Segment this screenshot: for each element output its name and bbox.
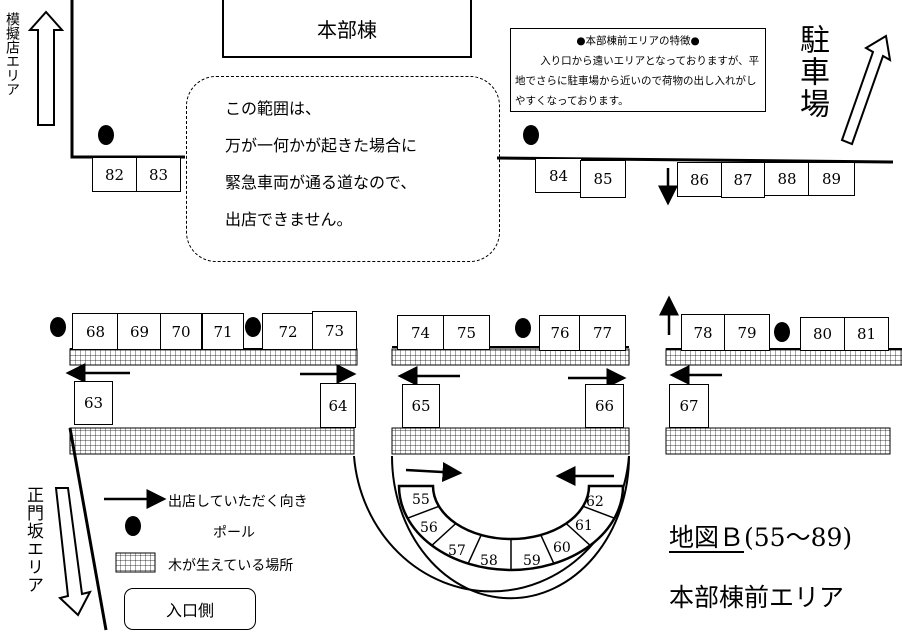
legend-tree-swatch <box>115 552 156 573</box>
stall-89: 89 <box>808 162 855 196</box>
stall-75: 75 <box>443 315 490 350</box>
pole-marker <box>523 125 539 145</box>
stall-74: 74 <box>397 315 444 350</box>
pole-marker <box>515 318 531 338</box>
driveway-inner <box>391 455 630 600</box>
stall-68: 68 <box>72 313 119 350</box>
stall-56: 56 <box>420 520 438 536</box>
stall-59: 59 <box>523 553 541 569</box>
curve-stall-divider <box>431 522 457 546</box>
seimon-area-label: 正門坂エリア <box>23 486 43 594</box>
arrow-curve-right <box>405 462 463 483</box>
stall-82: 82 <box>92 157 137 192</box>
map-caption: 地図Ｂ(55〜89) <box>669 518 852 554</box>
pole-marker <box>774 322 790 342</box>
curve-stall-divider <box>565 522 591 546</box>
stall-66: 66 <box>585 384 624 428</box>
map-caption-title: 地図Ｂ <box>669 523 745 552</box>
stall-85: 85 <box>580 160 626 198</box>
hq-building-label: 本部棟 <box>317 17 377 42</box>
legend-pole-marker <box>125 516 141 536</box>
curve-stall-band <box>397 484 625 572</box>
tree-strip-row-c <box>665 348 902 366</box>
tree-strip-mid-c <box>665 427 891 455</box>
legend-direction-label: 出店していただく向き <box>168 494 308 510</box>
stall-87: 87 <box>721 162 765 198</box>
stall-65: 65 <box>402 384 440 428</box>
tree-strip-row-a <box>69 348 358 366</box>
feature-title: ●本部棟前エリアの特徴● <box>576 35 700 47</box>
stall-58: 58 <box>480 553 498 569</box>
stall-78: 78 <box>681 314 725 351</box>
stall-77: 77 <box>579 315 626 351</box>
stall-63: 63 <box>74 381 113 425</box>
parking-label: 駐車場 <box>794 24 829 120</box>
stall-86: 86 <box>677 162 722 197</box>
legend-pole-label: ポール <box>213 525 255 541</box>
curve-stall-divider <box>467 534 482 564</box>
tree-strip-row-b <box>391 348 630 366</box>
curve-stall-divider <box>540 534 555 564</box>
no-stall-notice: この範囲は、 万が一何かが起きた場合に 緊急車両が通る道なので、 出店できません… <box>186 76 500 262</box>
stall-72: 72 <box>262 313 314 350</box>
stall-67: 67 <box>669 384 709 428</box>
tree-strip-mid-a <box>69 427 355 455</box>
stall-57: 57 <box>448 543 466 559</box>
notice-line-3: 緊急車両が通る道なので、 <box>225 173 417 192</box>
curve-stall-divider <box>582 505 615 519</box>
entrance-label: 入口側 <box>165 601 214 620</box>
road-top-left <box>70 0 185 159</box>
stall-79: 79 <box>724 314 770 351</box>
pole-marker <box>98 125 114 145</box>
entrance-side: 入口側 <box>124 588 256 630</box>
curve-stall-divider <box>407 505 440 519</box>
left-area-label: 模擬店エリア <box>4 12 20 96</box>
notice-line-2: 万が一何かが起きた場合に <box>225 136 418 155</box>
legend-trees-label: 木が生えている場所 <box>168 558 294 574</box>
hq-building: 本部棟 <box>222 0 472 58</box>
notice-line-4: 出店できません。 <box>225 210 353 229</box>
notice-line-1: この範囲は、 <box>225 99 322 118</box>
stall-76: 76 <box>539 315 581 351</box>
left-area-arrow-icon <box>27 10 65 126</box>
stall-64: 64 <box>320 383 356 428</box>
stall-62: 62 <box>586 494 604 510</box>
tree-strip-mid-b <box>391 427 630 455</box>
stall-69: 69 <box>117 313 162 350</box>
stall-73: 73 <box>312 311 357 350</box>
stall-61: 61 <box>575 518 593 534</box>
stall-83: 83 <box>136 157 181 192</box>
feature-body: 入り口から遠いエリアとなっておりますが、平地でさらに駐車場から近いので荷物の出し… <box>515 55 760 107</box>
stall-80: 80 <box>800 317 845 351</box>
map-caption-range: (55〜89) <box>744 523 853 552</box>
stall-88: 88 <box>764 162 810 196</box>
pole-marker <box>50 317 66 337</box>
stall-71: 71 <box>202 313 244 350</box>
entrance-road <box>68 427 108 631</box>
parking-arrow-icon <box>840 34 892 146</box>
stall-55: 55 <box>412 492 430 508</box>
stall-60: 60 <box>553 540 571 556</box>
feature-box: ●本部棟前エリアの特徴● 入り口から遠いエリアとなっておりますが、平地でさらに駐… <box>510 28 766 112</box>
stall-81: 81 <box>844 317 889 351</box>
seimon-area-arrow-icon <box>54 487 92 617</box>
pole-marker <box>245 317 261 337</box>
stall-70: 70 <box>160 313 202 350</box>
map-subcaption: 本部棟前エリア <box>669 583 845 612</box>
stall-84: 84 <box>535 158 582 193</box>
